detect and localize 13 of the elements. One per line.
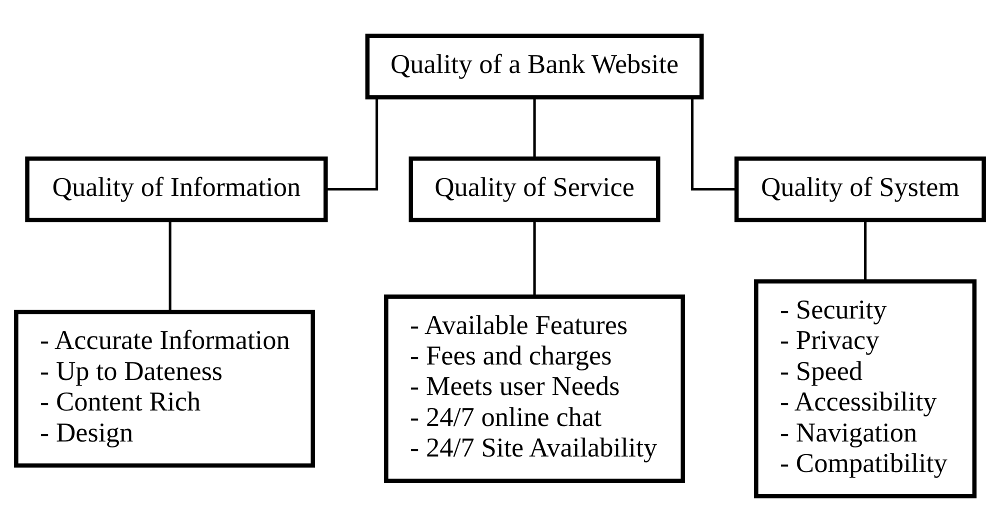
node-box: Quality of a Bank Website bbox=[364, 33, 704, 99]
node-box: - Security - Privacy - Speed - Accessibility - Navigation - Compatibility bbox=[754, 278, 976, 498]
connector bbox=[532, 97, 536, 158]
connector bbox=[864, 220, 866, 281]
connector bbox=[532, 220, 536, 296]
node-box: Quality of System bbox=[734, 156, 986, 222]
connector bbox=[168, 220, 171, 312]
node-box: - Available Features - Fees and charges - Meets user Needs - 24/7 online chat - 24/7 Site Availability bbox=[384, 294, 684, 482]
node-box: Quality of Service bbox=[408, 156, 660, 222]
connector bbox=[325, 97, 378, 190]
connector bbox=[690, 97, 736, 190]
node-box: Quality of Information bbox=[24, 156, 328, 222]
node-box: - Accurate Information - Up to Dateness - Content Rich - Design bbox=[14, 309, 314, 468]
